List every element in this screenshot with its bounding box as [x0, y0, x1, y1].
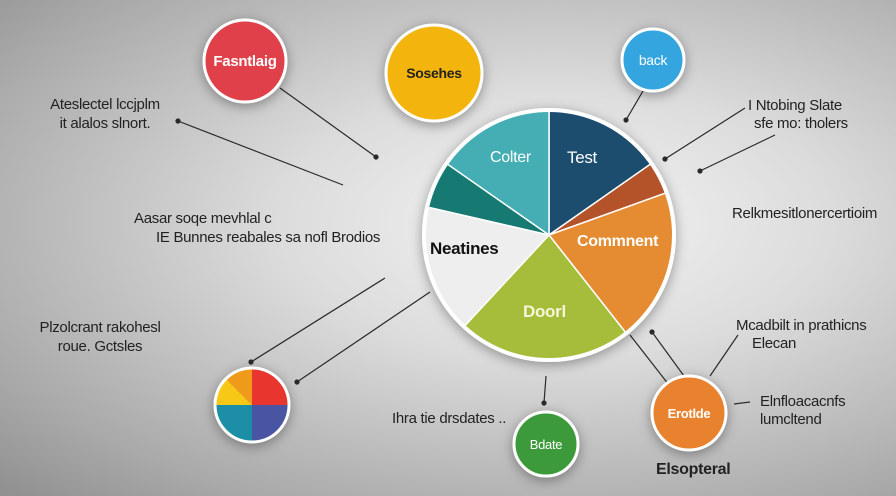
label-line: it alalos slnort.	[59, 115, 151, 132]
red-bubble[interactable]	[202, 18, 288, 104]
label-line: roue. Gctsles	[57, 338, 143, 355]
label-mid-left-2: IE Bunnes reabales sa nofl Brodios	[156, 229, 381, 246]
slice-label-test: Test	[567, 148, 597, 167]
red-bubble-label: Fasntlaig	[213, 53, 277, 70]
green-bubble[interactable]	[512, 410, 580, 478]
slice-label-neatines: Neatines	[430, 239, 499, 258]
label-mid-right: Relkmesitlonercertioim	[732, 205, 878, 222]
pie-border	[422, 108, 676, 362]
label-bottom-center: Ihra tie drsdates ..	[392, 410, 507, 427]
label-bottom-caption: Elsopteral	[656, 461, 731, 478]
orange-bubble[interactable]	[650, 374, 728, 452]
label-line: Plzolcrant rakohesl	[39, 319, 161, 336]
slice-label-doorl: Doorl	[523, 302, 566, 321]
bubbles	[202, 18, 728, 478]
label-bottom-right-2b: lumcltend	[760, 411, 822, 428]
slice-label-colter: Colter	[490, 149, 531, 166]
label-bottom-left: Plzolcrant rakohesl roue. Gctsles	[20, 318, 180, 356]
label-bottom-right-2a: Elnfloacacnfs	[760, 393, 846, 410]
connector-lines	[175, 87, 776, 406]
label-top-right-2: sfe mo: tholers	[754, 115, 848, 132]
orange-bubble-label: Erotlde	[667, 406, 711, 421]
blue-bubble-label: back	[638, 52, 668, 68]
label-mid-left-1: Aasar soqe mevhlal c	[134, 210, 272, 227]
label-top-right-1: I Ntobing Slate	[748, 97, 842, 114]
green-bubble-label: Bdate	[529, 437, 563, 452]
slice-label-commnent: Commnent	[577, 233, 659, 250]
label-bottom-right-1b: Elecan	[752, 335, 797, 352]
blue-bubble[interactable]	[620, 27, 686, 93]
multicolor-bubble[interactable]	[213, 366, 291, 444]
yellow-bubble[interactable]	[384, 23, 484, 123]
yellow-bubble-label: Sosehes	[406, 65, 462, 81]
label-top-left: Ateslectel lccjplm it alalos slnort.	[30, 95, 180, 133]
label-line: Ateslectel lccjplm	[50, 96, 160, 113]
pie-chart	[422, 108, 676, 362]
label-bottom-right-1a: Mcadbilt in prathicns	[736, 317, 867, 334]
